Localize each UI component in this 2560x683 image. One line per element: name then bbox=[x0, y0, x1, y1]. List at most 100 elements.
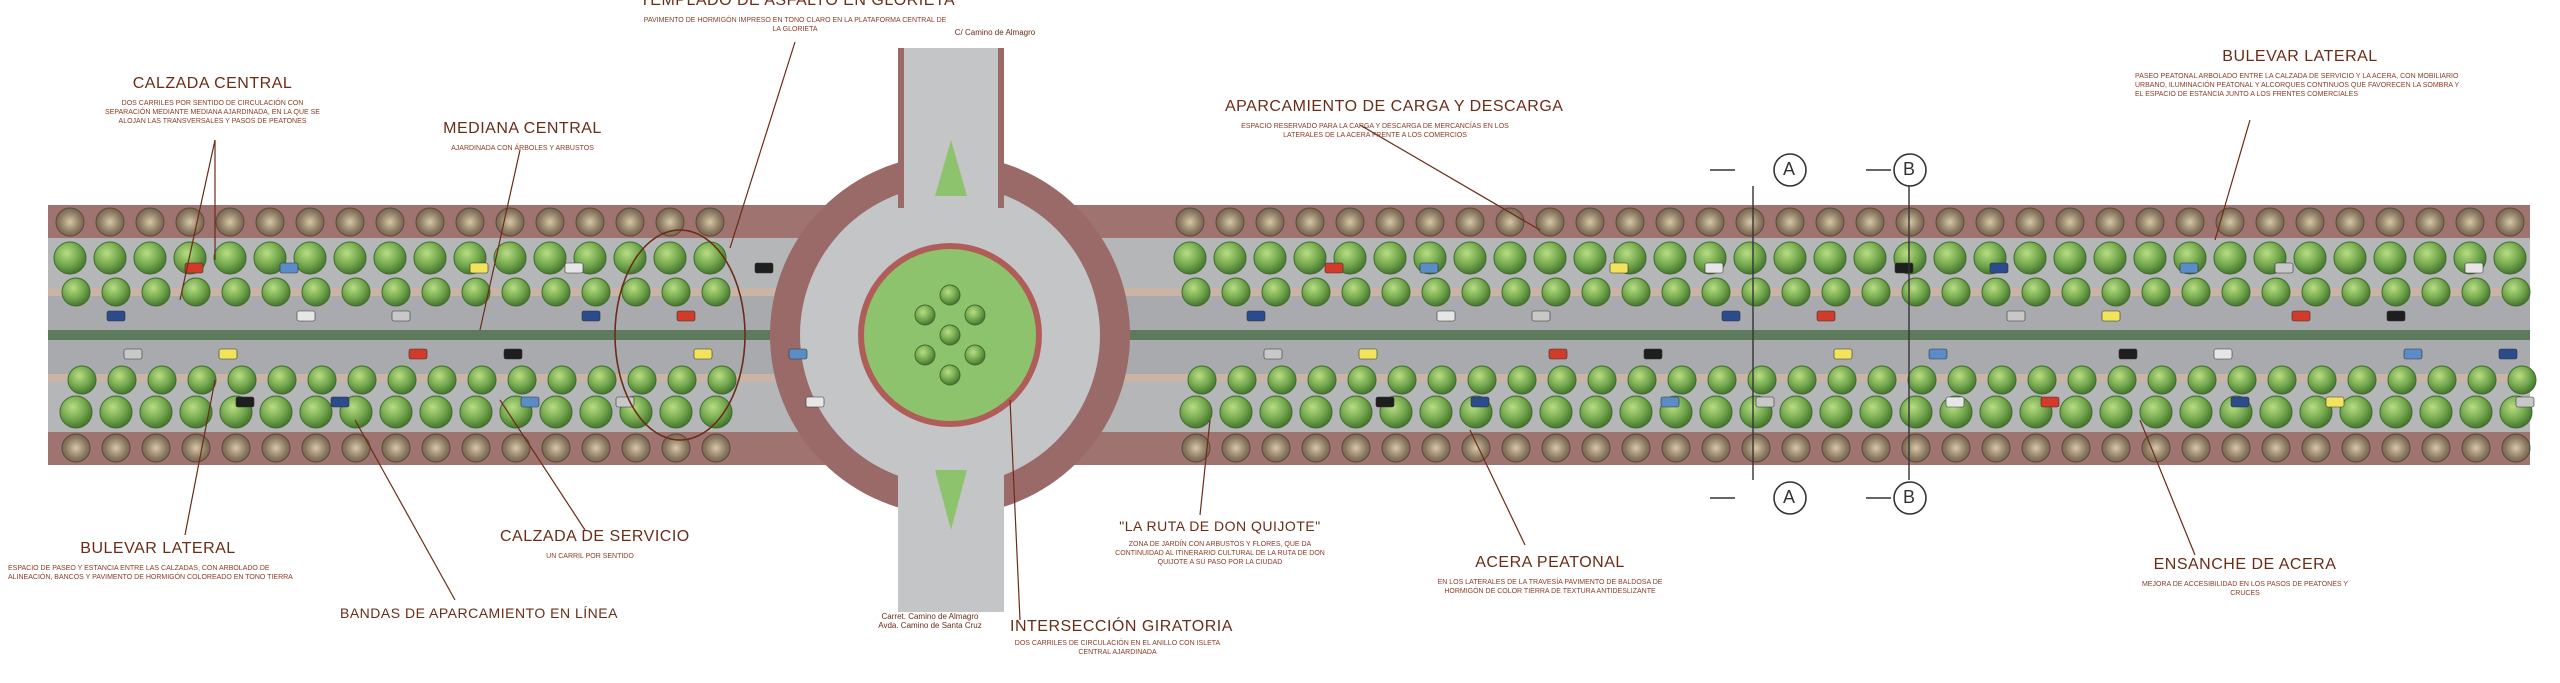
tree-icon bbox=[1661, 277, 1691, 307]
palm-tree-icon bbox=[1301, 433, 1331, 463]
tree-icon bbox=[61, 277, 91, 307]
tree-icon bbox=[587, 365, 617, 395]
tree-icon bbox=[2141, 277, 2171, 307]
tree-icon bbox=[2221, 277, 2251, 307]
label-title: BULEVAR LATERAL bbox=[2222, 48, 2378, 65]
palm-tree-icon bbox=[2375, 207, 2405, 237]
north-leg-edge bbox=[998, 48, 1004, 208]
south-splitter-island bbox=[935, 470, 967, 530]
tree-icon bbox=[413, 241, 447, 275]
tree-icon bbox=[1819, 395, 1853, 429]
tree-icon bbox=[1733, 241, 1767, 275]
tree-icon bbox=[341, 277, 371, 307]
tree-icon bbox=[701, 277, 731, 307]
palm-tree-icon bbox=[575, 207, 605, 237]
car-icon bbox=[1470, 396, 1490, 408]
palm-tree-icon bbox=[615, 207, 645, 237]
tree-icon bbox=[1653, 241, 1687, 275]
car-icon bbox=[2179, 262, 2199, 274]
palm-tree-icon bbox=[341, 433, 371, 463]
tree-icon bbox=[1173, 241, 1207, 275]
palm-tree-icon bbox=[1815, 207, 1845, 237]
tree-icon bbox=[299, 395, 333, 429]
car-icon bbox=[2006, 310, 2026, 322]
street-name: Carret. Camino de Almagro Avda. Camino d… bbox=[878, 612, 982, 630]
label-title: BANDAS DE APARCAMIENTO EN LÍNEA bbox=[340, 605, 618, 621]
car-icon bbox=[2291, 310, 2311, 322]
tree-icon bbox=[1821, 277, 1851, 307]
palm-tree-icon bbox=[1261, 433, 1291, 463]
tree-icon bbox=[1853, 241, 1887, 275]
tree-icon bbox=[1747, 365, 1777, 395]
tree-icon bbox=[2101, 277, 2131, 307]
tree-icon bbox=[2227, 365, 2257, 395]
car-icon bbox=[218, 348, 238, 360]
tree-icon bbox=[1813, 241, 1847, 275]
label-title: MEDIANA CENTRAL bbox=[443, 120, 602, 137]
palm-tree-icon bbox=[1535, 207, 1565, 237]
tree-icon bbox=[2461, 277, 2491, 307]
tree-icon bbox=[2427, 365, 2457, 395]
tree-icon bbox=[1253, 241, 1287, 275]
car-icon bbox=[2040, 396, 2060, 408]
palm-tree-icon bbox=[1901, 433, 1931, 463]
tree-icon bbox=[2187, 365, 2217, 395]
car-icon bbox=[1375, 396, 1395, 408]
palm-tree-icon bbox=[1895, 207, 1925, 237]
palm-tree-icon bbox=[261, 433, 291, 463]
label-title: ACERA PEATONAL bbox=[1475, 554, 1625, 571]
tree-icon bbox=[261, 277, 291, 307]
tree-icon bbox=[1987, 365, 2017, 395]
palm-tree-icon bbox=[335, 207, 365, 237]
palm-tree-icon bbox=[2501, 433, 2531, 463]
section-label-b: B bbox=[1903, 159, 1916, 179]
palm-tree-icon bbox=[1621, 433, 1651, 463]
tree-icon bbox=[1773, 241, 1807, 275]
tree-icon bbox=[2139, 395, 2173, 429]
palm-tree-icon bbox=[415, 207, 445, 237]
palm-tree-icon bbox=[695, 207, 725, 237]
tree-icon bbox=[1667, 365, 1697, 395]
label-title: INTERSECCIÓN GIRATORIA bbox=[1010, 618, 1233, 635]
palm-tree-icon bbox=[661, 433, 691, 463]
palm-tree-icon bbox=[1935, 207, 1965, 237]
tree-icon bbox=[2107, 365, 2137, 395]
tree-icon bbox=[1859, 395, 1893, 429]
tree-icon bbox=[107, 365, 137, 395]
palm-tree-icon bbox=[221, 433, 251, 463]
tree-icon bbox=[2213, 241, 2247, 275]
label-title: CALZADA CENTRAL bbox=[132, 75, 293, 92]
tree-icon bbox=[1981, 277, 2011, 307]
palm-tree-icon bbox=[1655, 207, 1685, 237]
tree-icon bbox=[1293, 241, 1327, 275]
tree-icon bbox=[621, 277, 651, 307]
tree-icon bbox=[179, 395, 213, 429]
label-service-road: CALZADA DE SERVICIO UN CARRIL POR SENTID… bbox=[500, 528, 689, 561]
car-icon bbox=[2101, 310, 2121, 322]
tree-icon bbox=[1347, 365, 1377, 395]
tree-icon bbox=[1779, 395, 1813, 429]
palm-tree-icon bbox=[2221, 433, 2251, 463]
car-icon bbox=[1246, 310, 1266, 322]
tree-icon bbox=[501, 277, 531, 307]
palm-tree-icon bbox=[2021, 433, 2051, 463]
tree-icon bbox=[259, 395, 293, 429]
car-icon bbox=[676, 310, 696, 322]
tree-icon bbox=[227, 365, 257, 395]
tree-icon bbox=[2421, 277, 2451, 307]
car-icon bbox=[469, 262, 489, 274]
tree-icon bbox=[1701, 277, 1731, 307]
car-icon bbox=[805, 396, 825, 408]
car-icon bbox=[788, 348, 808, 360]
tree-icon bbox=[2027, 365, 2057, 395]
palm-tree-icon bbox=[1695, 207, 1725, 237]
tree-icon bbox=[1899, 395, 1933, 429]
tree-icon bbox=[1181, 277, 1211, 307]
tree-icon bbox=[1267, 365, 1297, 395]
palm-tree-icon bbox=[1701, 433, 1731, 463]
tree-icon bbox=[493, 241, 527, 275]
tree-icon bbox=[707, 365, 737, 395]
tree-icon bbox=[2493, 241, 2527, 275]
palm-tree-icon bbox=[655, 207, 685, 237]
tree-icon bbox=[1621, 277, 1651, 307]
